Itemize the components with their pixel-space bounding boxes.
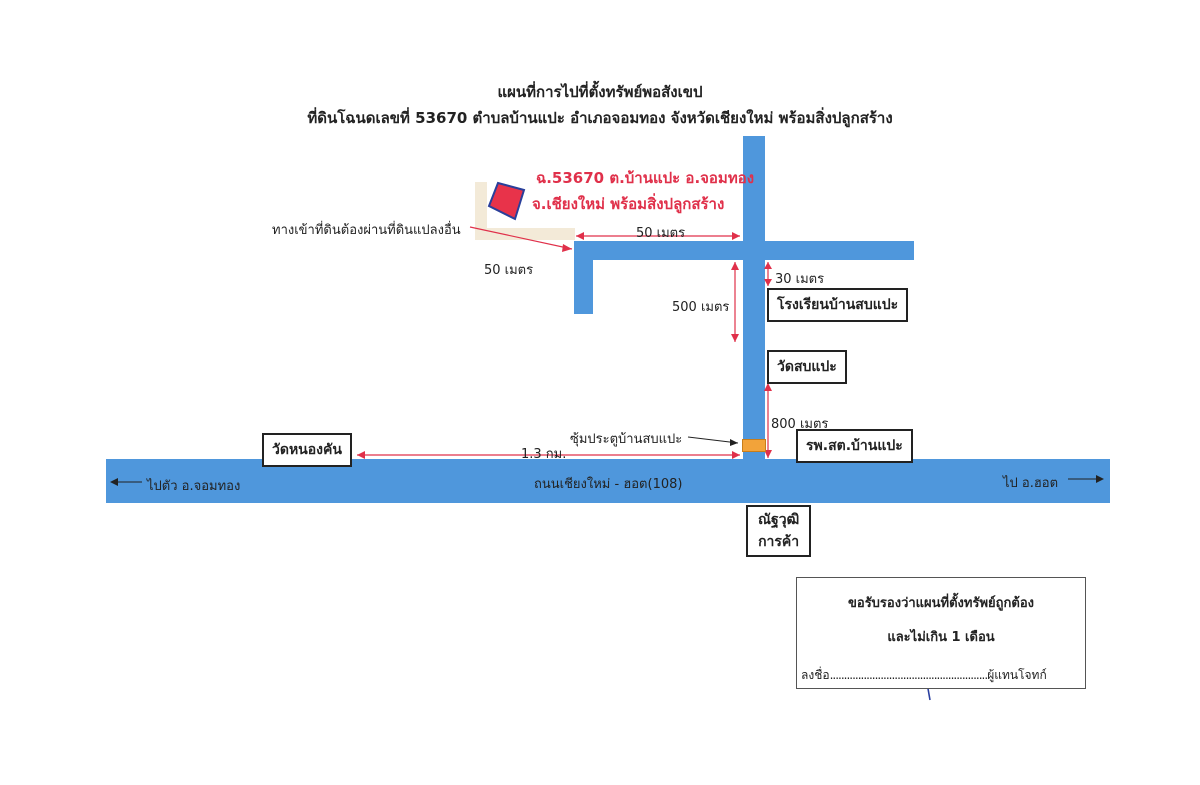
access-note: ทางเข้าที่ดินต้องผ่านที่ดินแปลงอื่น <box>272 223 461 238</box>
label-800m: 800 เมตร <box>771 417 829 432</box>
direction-left-label: ไปตัว อ.จอมทอง <box>147 479 241 494</box>
sign-role: ผู้แทนโจทก์ <box>987 668 1047 682</box>
gate-arrow <box>687 436 739 444</box>
property-label-line2: จ.เชียงใหม่ พร้อมสิ่งปลูกสร้าง <box>532 195 725 213</box>
certification-line1: ขอรับรองว่าแผนที่ตั้งทรัพย์ถูกต้อง <box>848 596 1034 611</box>
direction-right-label: ไป อ.ฮอต <box>1003 476 1059 491</box>
main-road-label: ถนนเชียงใหม่ - ฮอต(108) <box>534 477 683 492</box>
map-title: แผนที่การไปที่ตั้งทรัพย์พอสังเขป <box>497 83 703 101</box>
landmark-shop-line2: การค้า <box>758 534 800 550</box>
access-path-vertical <box>475 182 487 240</box>
landmark-shop-line1: ณัฐวุฒิ <box>758 512 800 528</box>
property-parcel <box>487 181 526 221</box>
landmark-hospital: รพ.สต.บ้านแปะ <box>796 429 913 463</box>
landmark-shop: ณัฐวุฒิ การค้า <box>746 505 812 557</box>
signature-line: ลงชื่อ..................................… <box>797 666 1089 685</box>
label-30m: 30 เมตร <box>775 272 825 287</box>
gate-marker <box>742 439 766 452</box>
label-500m: 500 เมตร <box>672 300 730 315</box>
access-path-horizontal <box>475 228 575 240</box>
label-top-50m: 50 เมตร <box>636 226 686 241</box>
landmark-temple-sobpae: วัดสบแปะ <box>767 350 847 384</box>
landmark-temple-nongkhan: วัดหนองคัน <box>262 433 352 467</box>
sign-dots: ........................................… <box>829 668 989 682</box>
certification-box: ขอรับรองว่าแผนที่ตั้งทรัพย์ถูกต้อง และไม… <box>796 577 1086 689</box>
map-subtitle: ที่ดินโฉนดเลขที่ 53670 ตำบลบ้านแปะ อำเภอ… <box>307 109 893 127</box>
access-arrow <box>469 226 573 250</box>
label-1-3km: 1.3 กม. <box>521 447 567 462</box>
label-left-50m: 50 เมตร <box>484 263 534 278</box>
sign-label: ลงชื่อ <box>801 668 830 682</box>
soi-road-vertical <box>743 136 765 461</box>
soi-road-branch <box>574 241 593 314</box>
certification-line2: และไม่เกิน 1 เดือน <box>887 630 995 645</box>
landmark-school: โรงเรียนบ้านสบแปะ <box>767 288 909 322</box>
property-label-line1: ฉ.53670 ต.บ้านแปะ อ.จอมทอง <box>536 169 755 187</box>
soi-road-horizontal <box>574 241 914 260</box>
gate-label: ซุ้มประตูบ้านสบแปะ <box>570 432 683 447</box>
